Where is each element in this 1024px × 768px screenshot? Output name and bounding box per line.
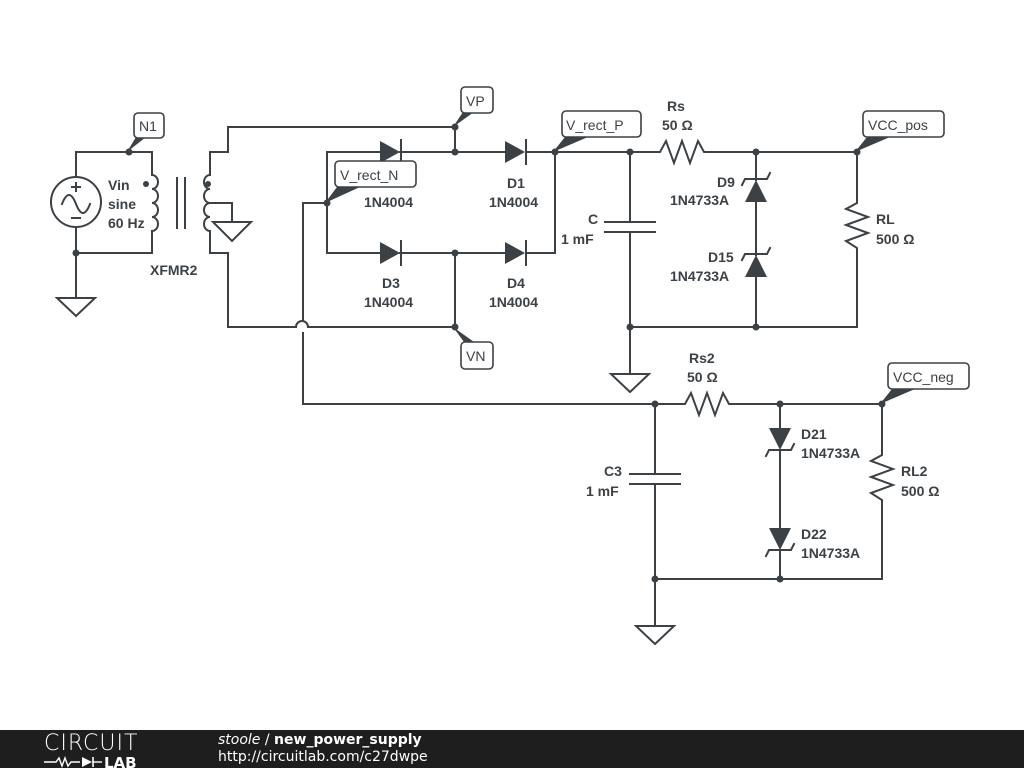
ground-symbol [54, 297, 98, 318]
svg-text:V_rect_P: V_rect_P [566, 117, 624, 133]
d3-name: D3 [382, 275, 400, 291]
d1-part: 1N4004 [489, 194, 538, 210]
junction-dot [776, 400, 784, 408]
rl-value: 500 Ω [876, 231, 914, 247]
svg-text:V_rect_N: V_rect_N [340, 167, 398, 183]
rs-value: 50 Ω [662, 117, 693, 133]
net-label-v-rect-p[interactable]: V_rect_P [553, 110, 642, 152]
vin-name: Vin [108, 177, 130, 193]
zener-d9[interactable] [740, 171, 772, 202]
schematic-canvas: Vin sine 60 Hz XFMR2 [50, 86, 970, 646]
rs2-name: Rs2 [689, 350, 715, 366]
ground-symbol [210, 221, 254, 243]
diode-d4[interactable] [505, 240, 527, 266]
junction-dot [72, 249, 80, 257]
resistor-rs[interactable] [654, 138, 711, 166]
svg-text:VCC_pos: VCC_pos [868, 117, 928, 133]
logo-diode-icon [82, 757, 92, 767]
xfmr-name: XFMR2 [150, 262, 198, 278]
diode-d2[interactable] [380, 139, 402, 165]
net-label-vcc-pos[interactable]: VCC_pos [855, 110, 945, 152]
sine-wave-icon [60, 194, 92, 214]
junction-dot [451, 249, 459, 257]
transformer-xfmr2[interactable] [143, 173, 212, 233]
project-url[interactable]: http://circuitlab.com/c27dwpe [218, 749, 428, 765]
d9-name: D9 [717, 174, 735, 190]
wires-negative [654, 403, 883, 626]
capacitor-c3[interactable] [629, 473, 681, 485]
wires-bridge [302, 126, 681, 405]
d22-name: D22 [801, 526, 827, 542]
wires-positive [629, 151, 858, 373]
ground-symbol [608, 373, 652, 394]
source-vin[interactable] [50, 176, 102, 228]
junction-dot [451, 323, 459, 331]
zener-d21[interactable] [764, 428, 796, 458]
c-value: 1 mF [561, 231, 594, 247]
junction-dot [752, 148, 760, 156]
capacitor-c[interactable] [604, 221, 656, 233]
junction-dot [651, 575, 659, 583]
c3-value: 1 mF [586, 483, 619, 499]
wires-secondary [209, 126, 456, 329]
junction-dot [451, 148, 459, 156]
logo-top-text: CIRCUIT [44, 731, 138, 756]
junction-dot [451, 123, 459, 131]
zener-d15[interactable] [740, 246, 772, 277]
rl-name: RL [876, 211, 895, 227]
d15-name: D15 [708, 249, 734, 265]
net-label-vn[interactable]: VN [453, 327, 494, 370]
junction-dot [651, 400, 659, 408]
project-name[interactable]: new_power_supply [274, 732, 422, 748]
junction-dot [626, 323, 634, 331]
resistor-rs2[interactable] [679, 390, 736, 418]
d2-part: 1N4004 [364, 194, 413, 210]
rs-name: Rs [667, 98, 685, 114]
net-label-n1[interactable]: N1 [127, 112, 165, 152]
logo-bottom-text: LAB [104, 754, 137, 768]
resistor-rl2[interactable] [868, 449, 896, 507]
diode-d1[interactable] [505, 139, 527, 165]
rs2-value: 50 Ω [687, 369, 718, 385]
junction-dot [776, 575, 784, 583]
svg-text:VP: VP [466, 93, 485, 109]
logo-resistor-icon [44, 756, 80, 768]
rl2-value: 500 Ω [901, 483, 939, 499]
footer-bar: CIRCUIT LAB stoole / new_power_supply ht… [0, 730, 1024, 768]
svg-text:VN: VN [466, 348, 485, 364]
diode-d3[interactable] [380, 240, 402, 266]
d4-part: 1N4004 [489, 294, 538, 310]
ground-symbol [633, 625, 677, 646]
c-name: C [588, 211, 598, 227]
d21-part: 1N4733A [801, 445, 860, 461]
junction-dot [626, 148, 634, 156]
vin-freq: 60 Hz [108, 215, 145, 231]
d9-part: 1N4733A [670, 192, 729, 208]
d3-part: 1N4004 [364, 294, 413, 310]
d4-name: D4 [507, 275, 525, 291]
d22-part: 1N4733A [801, 545, 860, 561]
wires-primary [75, 151, 153, 299]
title-separator: / [260, 732, 275, 748]
rl2-name: RL2 [901, 463, 928, 479]
resistor-rl[interactable] [843, 197, 871, 255]
vin-type: sine [108, 196, 136, 212]
d21-name: D21 [801, 426, 827, 442]
circuitlab-logo[interactable]: CIRCUIT LAB [42, 730, 182, 768]
net-label-vp[interactable]: VP [453, 86, 494, 127]
svg-text:N1: N1 [139, 118, 157, 134]
d1-name: D1 [507, 175, 525, 191]
zener-d22[interactable] [764, 528, 796, 558]
net-label-vcc-neg[interactable]: VCC_neg [880, 362, 970, 404]
d15-part: 1N4733A [670, 268, 729, 284]
author-name[interactable]: stoole [218, 732, 261, 748]
junction-dot [125, 148, 133, 156]
project-title: stoole / new_power_supply [218, 732, 422, 748]
c3-name: C3 [604, 463, 622, 479]
junction-dot [752, 323, 760, 331]
net-label-v-rect-n[interactable]: V_rect_N [325, 160, 417, 203]
svg-text:VCC_neg: VCC_neg [893, 369, 954, 385]
